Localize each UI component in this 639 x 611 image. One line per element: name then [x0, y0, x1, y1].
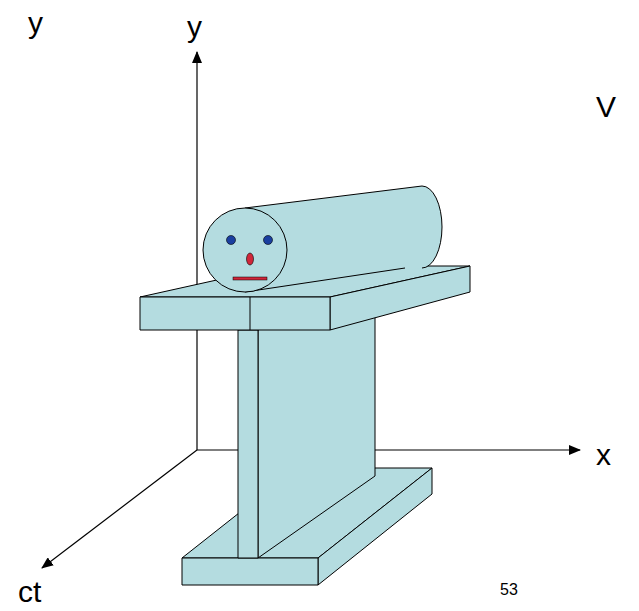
cylinder-figure: [203, 186, 442, 292]
axis-label: ct: [18, 577, 41, 607]
face: [227, 236, 273, 281]
slide-text: V: [596, 92, 616, 122]
y-axis: [196, 52, 197, 450]
axis-label: y: [187, 12, 202, 42]
page-number: 53: [500, 582, 518, 598]
i-beam: [140, 266, 470, 585]
axis-label: y: [28, 8, 43, 38]
ct-axis: [42, 450, 197, 568]
axis-label: x: [596, 440, 611, 470]
